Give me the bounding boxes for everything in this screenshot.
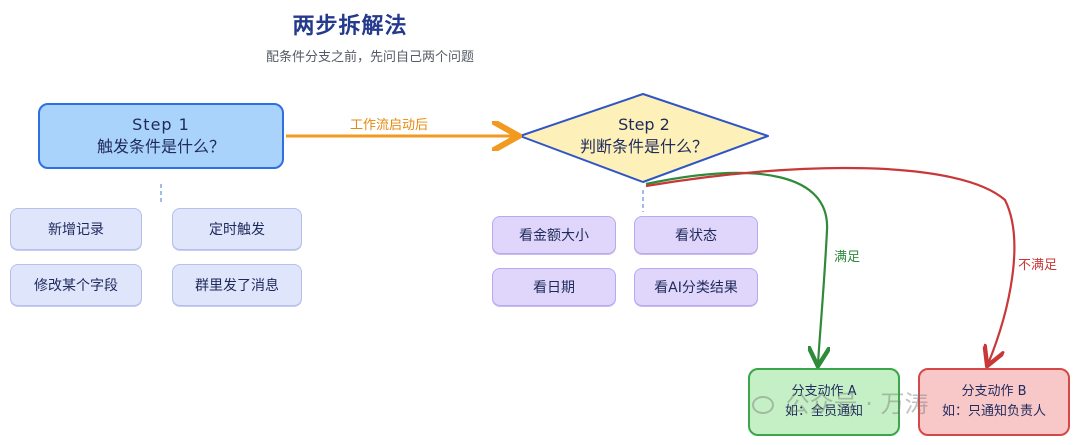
branch-a-box: 分支动作 A 如：全员通知 [748,368,900,436]
no-branch-label: 不满足 [1018,258,1058,273]
no-branch-arrow [645,166,1016,364]
branch-b-title: 分支动作 B [961,384,1027,399]
trigger-option: 新增记录 [10,208,142,250]
yes-branch-arrow [645,171,827,364]
connector-label: 工作流启动后 [350,118,429,133]
page-subtitle: 配条件分支之前，先问自己两个问题 [265,50,474,65]
step1-question: 触发条件是什么？ [96,137,225,156]
trigger-option: 群里发了消息 [172,264,302,306]
step2-diamond [519,93,769,183]
page-title: 两步拆解法 [292,14,408,39]
condition-option: 看金额大小 [492,216,616,254]
step1-label: Step 1 [132,115,190,134]
trigger-option: 定时触发 [172,208,302,250]
condition-option: 看AI分类结果 [634,268,758,306]
condition-option: 看日期 [492,268,616,306]
yes-branch-label: 满足 [834,250,861,265]
trigger-option: 修改某个字段 [10,264,142,306]
step1-box: Step 1 触发条件是什么？ [38,103,284,169]
branch-b-box: 分支动作 B 如：只通知负责人 [918,368,1070,436]
step2-question: 判断条件是什么？ [579,137,708,156]
branch-a-title: 分支动作 A [791,384,857,399]
step2-label: Step 2 [618,115,670,134]
step2-box: Step 2 判断条件是什么？ [520,114,768,158]
condition-option: 看状态 [634,216,758,254]
branch-b-desc: 如：只通知负责人 [941,404,1046,419]
branch-a-desc: 如：全员通知 [784,404,863,419]
